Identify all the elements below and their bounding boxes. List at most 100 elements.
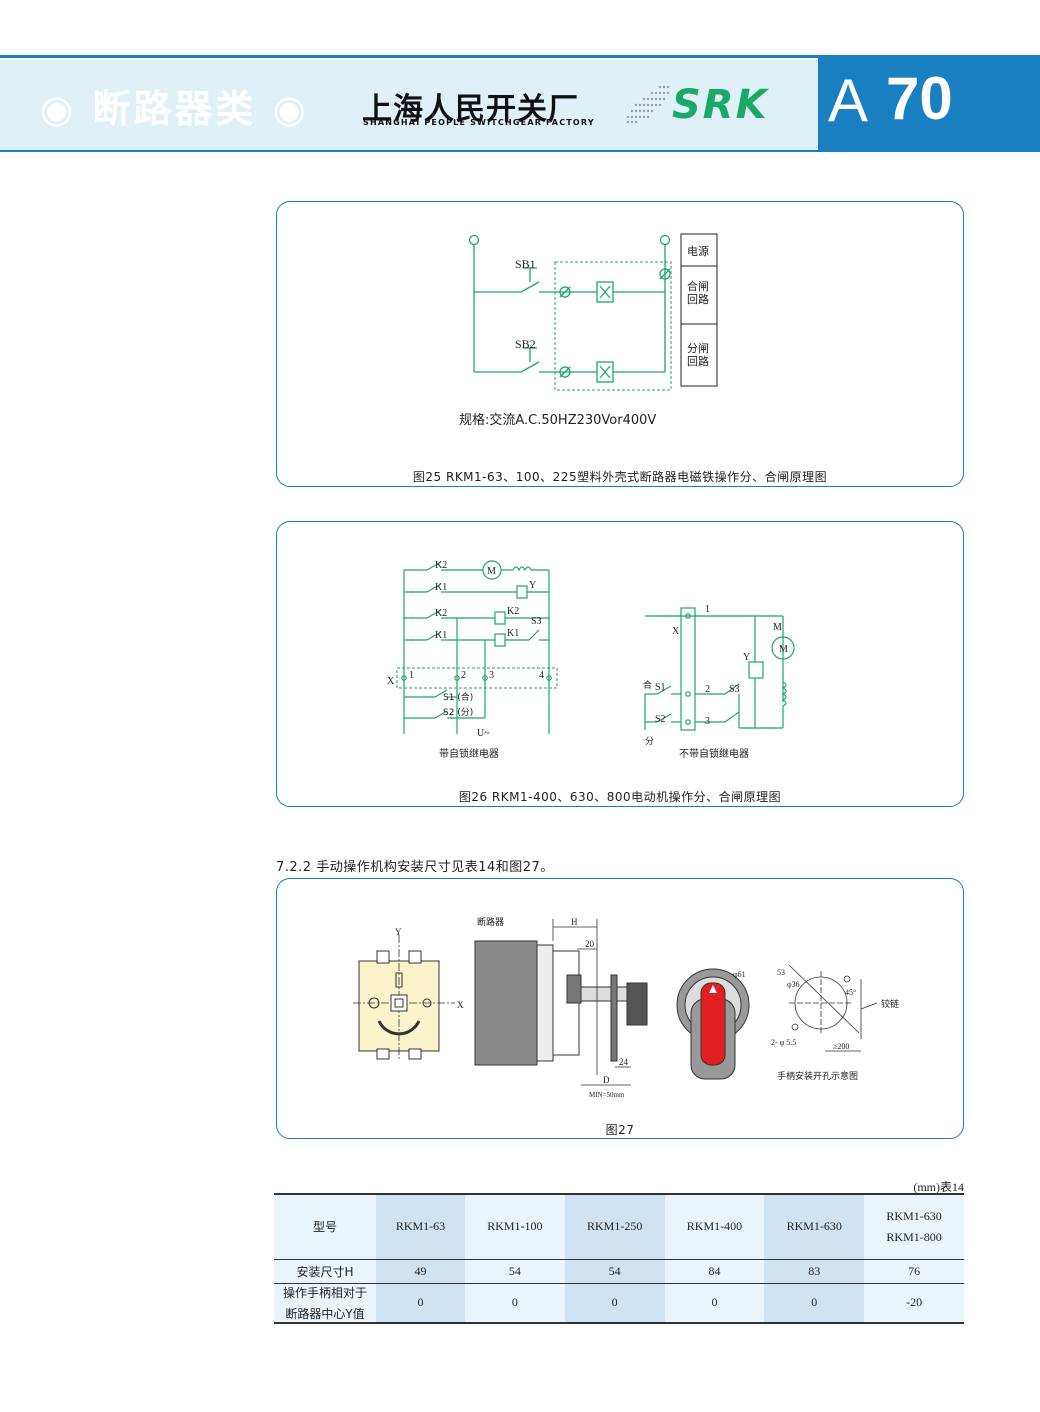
row-label-h: 安装尺寸H (274, 1258, 376, 1284)
dim-h: H (571, 917, 578, 927)
terminal-1-left: 1 (409, 670, 414, 681)
figure-27-drawing: Y X 断路器 H 20 24 D MIN=50mm (353, 916, 899, 1099)
terminal-x-right: X (672, 626, 680, 637)
label-sb1: SB1 (515, 257, 536, 271)
header-model-last: RKM1-630 RKM1-800 (864, 1193, 964, 1259)
header-model: RKM1-250 (564, 1193, 665, 1259)
header-model-label: 型号 (274, 1193, 376, 1259)
header-model-last-1: RKM1-630 (886, 1208, 942, 1223)
table-cell: 54 (464, 1258, 565, 1284)
s1-right: S1 (655, 682, 666, 693)
row-label-y-1: 操作手柄相对于 (282, 1285, 367, 1300)
table-cell: -20 (864, 1283, 964, 1324)
terminal-x-left: X (387, 676, 395, 687)
table-cell: 0 (464, 1283, 565, 1324)
dim-min: MIN=50mm (589, 1091, 625, 1099)
label-open-circuit-2: 回路 (687, 355, 709, 368)
row-label-y: 操作手柄相对于 断路器中心Y值 (274, 1283, 376, 1324)
label-close-circuit-1: 合闸 (687, 279, 709, 293)
dim-20: 20 (585, 939, 595, 949)
front-axis-x: X (457, 1000, 464, 1010)
k2-coil: K2 (507, 606, 519, 617)
figure-27-caption: 图27 (605, 1123, 635, 1137)
header-model: RKM1-100 (464, 1193, 565, 1259)
header-model: RKM1-63 (376, 1193, 465, 1259)
row-label-y-2: 断路器中心Y值 (285, 1306, 365, 1321)
header-model: RKM1-400 (664, 1193, 765, 1259)
label-sb2: SB2 (515, 337, 536, 351)
terminal-2-left: 2 (461, 670, 466, 681)
s2-right: S2 (655, 714, 666, 725)
table-cell: 54 (564, 1258, 665, 1284)
s3-left: S3 (531, 616, 542, 627)
header-model: RKM1-630 (764, 1193, 865, 1259)
table-14: 型号 RKM1-63 RKM1-100 RKM1-250 RKM1-400 RK… (274, 1193, 964, 1324)
motor-m-left: M (487, 566, 496, 577)
figure-25-diagram: SB1 SB2 电源 合闸 回路 分闸 回路 规格:交流A.C.50HZ230V… (459, 233, 718, 428)
terminal-4-left: 4 (539, 670, 544, 681)
terminal-3-right: 3 (705, 716, 710, 727)
figure-26-diagram: K2 K1 K2 K1 M Y K2 K1 S3 X 1 2 3 4 S1 (合… (387, 560, 795, 760)
k1-coil: K1 (507, 628, 519, 639)
breaker-label: 断路器 (477, 916, 504, 928)
label-power: 电源 (687, 244, 709, 258)
company-name-cn: 上海人民开关厂 (362, 92, 579, 127)
table-row: 安装尺寸H 49 54 54 84 83 76 (274, 1258, 964, 1284)
section-heading: 7.2.2 手动操作机构安装尺寸见表14和图27。 (276, 860, 554, 875)
side-view (474, 919, 648, 1086)
header-model-last-2: RKM1-800 (886, 1229, 942, 1244)
table-cell: 84 (664, 1258, 765, 1284)
front-view (353, 935, 455, 1061)
dim-45: 45° (845, 988, 856, 997)
k2-contact-b: K2 (435, 608, 447, 619)
table-row: 操作手柄相对于 断路器中心Y值 0 0 0 0 0 -20 (274, 1283, 964, 1324)
figure-26-caption: 图26 RKM1-400、630、800电动机操作分、合闸原理图 (458, 790, 782, 804)
label-open-circuit-1: 分闸 (687, 342, 709, 355)
cutout-diagram (788, 964, 878, 1052)
figure-25-box: SB1 SB2 电源 合闸 回路 分闸 回路 规格:交流A.C.50HZ230V… (276, 201, 964, 487)
header-category: ◉ 断路器类 ◉ (40, 87, 309, 131)
table-cell: 0 (376, 1283, 465, 1324)
table-unit-label: (mm)表14 (913, 1180, 964, 1194)
k2-contact-a: K2 (435, 560, 447, 571)
dim-d: D (603, 1075, 610, 1085)
page-number-box (818, 56, 1040, 152)
table-cell: 0 (764, 1283, 865, 1324)
coil-y-right: Y (743, 652, 750, 663)
handle-icon (676, 968, 750, 1080)
dim-200: ≥200 (833, 1042, 849, 1051)
left-schematic-title: 带自锁继电器 (439, 747, 499, 760)
header-top-rule (0, 55, 1040, 58)
right-schematic-title: 不带自锁继电器 (679, 747, 749, 760)
dim-phi36: φ36 (787, 980, 800, 989)
s1-close: S1 (合) (443, 691, 473, 703)
dim-24: 24 (619, 1057, 629, 1067)
page-number: 70 (886, 65, 953, 132)
figure-25-caption: 图25 RKM1-63、100、225塑料外壳式断路器电磁铁操作分、合闸原理图 (412, 470, 828, 484)
logo-dots-icon (626, 85, 670, 124)
k1-contact-a: K1 (435, 582, 447, 593)
motor-m-right: M (779, 644, 788, 655)
terminal-3-left: 3 (489, 670, 494, 681)
terminal-2-right: 2 (705, 684, 710, 695)
open-label-right: 分 (645, 736, 654, 747)
terminal-1-right: 1 (705, 604, 710, 615)
s3-right: S3 (729, 684, 740, 695)
close-label-right: 合 (643, 679, 652, 691)
brand-logo: SRK (672, 82, 769, 128)
cutout-title: 手柄安装开孔示意图 (777, 1070, 858, 1082)
table-cell: 83 (764, 1258, 865, 1284)
label-m-right: M (773, 622, 782, 633)
coil-y-left: Y (529, 580, 536, 591)
table-header-row: 型号 RKM1-63 RKM1-100 RKM1-250 RKM1-400 RK… (274, 1193, 964, 1259)
figure-27-box: Y X 断路器 H 20 24 D MIN=50mm (276, 878, 964, 1139)
figure-25-spec: 规格:交流A.C.50HZ230Vor400V (459, 412, 656, 428)
s2-open: S2 (分) (443, 707, 473, 718)
dim-53: 53 (777, 968, 785, 977)
page-section-letter: A (828, 67, 869, 134)
company-name-en: SHANGHAI PEOPLE SWITCHGEAR FACTORY (363, 118, 595, 127)
table-cell: 0 (564, 1283, 665, 1324)
label-close-circuit-2: 回路 (687, 293, 709, 306)
table-cell: 49 (376, 1258, 465, 1284)
dim-holes: 2- φ 5.5 (771, 1038, 796, 1047)
